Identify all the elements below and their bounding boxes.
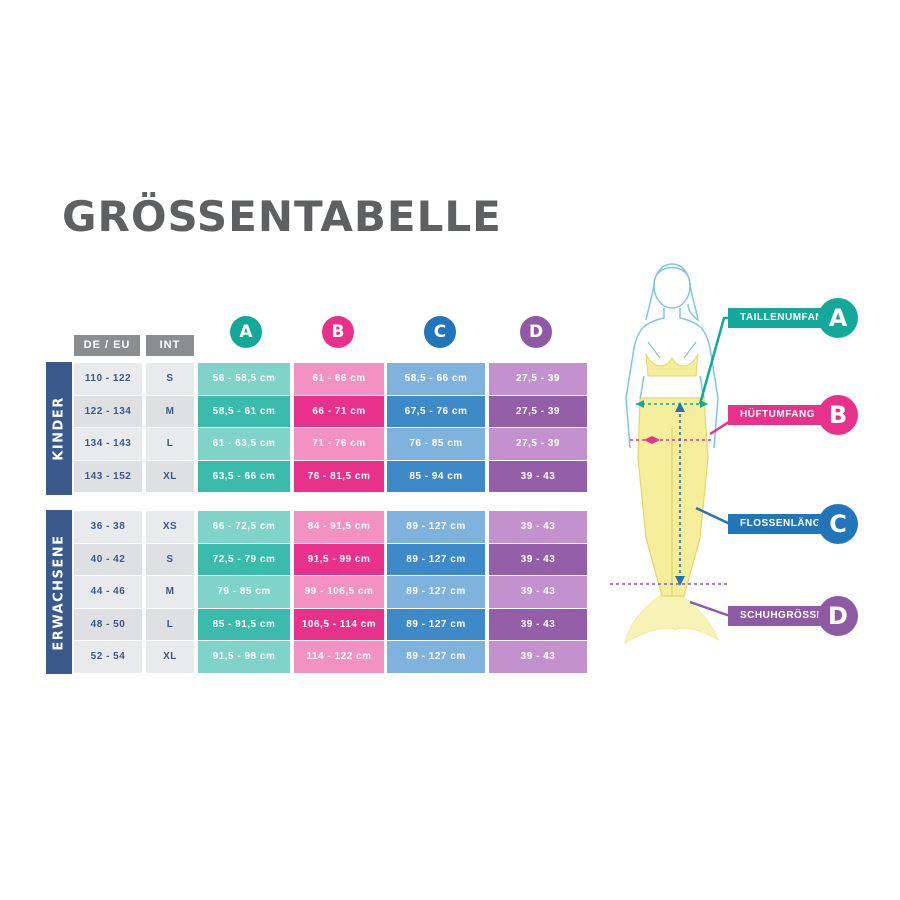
table-cell-a: 58,5 - 61 cm: [198, 395, 290, 427]
table-cell-int: L: [146, 608, 194, 640]
group-label-kinder: KINDER: [46, 362, 72, 495]
table-cell-d: 39 - 43: [489, 608, 587, 640]
table-cell-int: S: [146, 543, 194, 575]
table-cell-d: 39 - 43: [489, 543, 587, 575]
callout-b-badge: B: [818, 395, 858, 435]
callout-c-badge: C: [818, 504, 858, 544]
table-cell-a: 79 - 85 cm: [198, 576, 290, 608]
callout-leaders: [689, 316, 741, 618]
header-int: INT: [146, 335, 194, 356]
table-cell-b: 76 - 81,5 cm: [294, 460, 384, 492]
table-cell-a: 85 - 91,5 cm: [198, 608, 290, 640]
table-cell-a: 56 - 58,5 cm: [198, 363, 290, 395]
table-cell-size: 143 - 152: [74, 460, 142, 492]
table-cell-d: 39 - 43: [489, 511, 587, 543]
column-d-badge: D: [520, 316, 552, 348]
table-cell-b: 84 - 91,5 cm: [294, 511, 384, 543]
table-cell-b: 91,5 - 99 cm: [294, 543, 384, 575]
table-cell-c: 58,5 - 66 cm: [387, 363, 485, 395]
table-cell-d: 39 - 43: [489, 576, 587, 608]
table-cell-size: 122 - 134: [74, 395, 142, 427]
table-cell-size: 36 - 38: [74, 511, 142, 543]
table-cell-c: 85 - 94 cm: [387, 460, 485, 492]
table-cell-size: 110 - 122: [74, 363, 142, 395]
table-cell-a: 66 - 72,5 cm: [198, 511, 290, 543]
table-cell-c: 76 - 85 cm: [387, 428, 485, 460]
group-label-erwachsene: ERWACHSENE: [46, 510, 72, 674]
table-cell-size: 48 - 50: [74, 608, 142, 640]
callout-taillenumfang: TAILLENUMFANG: [728, 308, 831, 328]
table-cell-size: 44 - 46: [74, 576, 142, 608]
table-cell-size: 52 - 54: [74, 641, 142, 673]
callout-a-badge: A: [818, 298, 858, 338]
callout-d-badge: D: [818, 596, 858, 636]
table-cell-c: 89 - 127 cm: [387, 543, 485, 575]
table-cell-c: 89 - 127 cm: [387, 608, 485, 640]
table-cell-b: 106,5 - 114 cm: [294, 608, 384, 640]
callout-flossenlaenge: FLOSSENLÄNGE: [728, 514, 828, 534]
table-cell-b: 99 - 106,5 cm: [294, 576, 384, 608]
callout-schuhgroesse: SCHUHGRÖSSE: [728, 606, 828, 626]
column-c-badge: C: [424, 316, 456, 348]
page-title: GRÖSSENTABELLE: [62, 192, 502, 241]
table-cell-a: 63,5 - 66 cm: [198, 460, 290, 492]
table-cell-c: 89 - 127 cm: [387, 641, 485, 673]
mermaid-figure-illustration: [610, 263, 730, 645]
column-a-badge: A: [230, 316, 262, 348]
table-cell-d: 27,5 - 39: [489, 428, 587, 460]
table-cell-int: S: [146, 363, 194, 395]
table-cell-int: XS: [146, 511, 194, 543]
table-cell-c: 67,5 - 76 cm: [387, 395, 485, 427]
table-cell-d: 39 - 43: [489, 641, 587, 673]
table-cell-int: L: [146, 428, 194, 460]
table-cell-c: 89 - 127 cm: [387, 511, 485, 543]
table-cell-int: M: [146, 576, 194, 608]
table-cell-d: 27,5 - 39: [489, 363, 587, 395]
table-cell-a: 91,5 - 98 cm: [198, 641, 290, 673]
table-cell-b: 114 - 122 cm: [294, 641, 384, 673]
table-cell-c: 89 - 127 cm: [387, 576, 485, 608]
table-cell-size: 134 - 143: [74, 428, 142, 460]
table-cell-d: 27,5 - 39: [489, 395, 587, 427]
table-cell-a: 61 - 63,5 cm: [198, 428, 290, 460]
header-size: DE / EU: [74, 335, 140, 356]
table-cell-a: 72,5 - 79 cm: [198, 543, 290, 575]
table-cell-b: 66 - 71 cm: [294, 395, 384, 427]
table-cell-size: 40 - 42: [74, 543, 142, 575]
table-cell-int: XL: [146, 460, 194, 492]
table-cell-d: 39 - 43: [489, 460, 587, 492]
callout-hueftumfang: HÜFTUMFANG: [728, 405, 828, 425]
table-cell-b: 71 - 76 cm: [294, 428, 384, 460]
column-b-badge: B: [322, 316, 354, 348]
table-cell-int: M: [146, 395, 194, 427]
table-cell-int: XL: [146, 641, 194, 673]
table-cell-b: 61 - 66 cm: [294, 363, 384, 395]
